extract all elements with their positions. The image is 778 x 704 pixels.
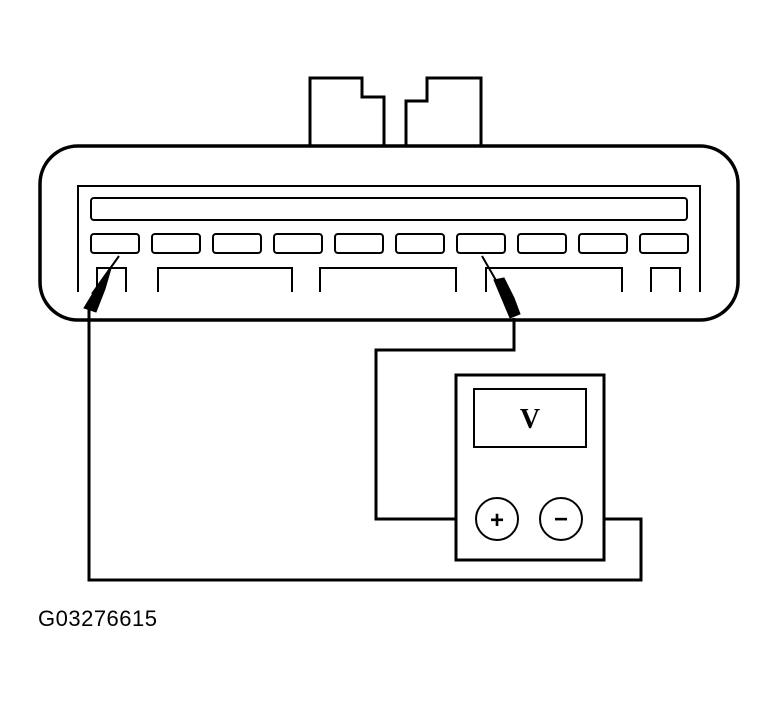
bottom-key-5: [650, 267, 681, 292]
terminal-pin-3: [212, 233, 262, 254]
bottom-key-2: [157, 267, 293, 292]
terminal-pin-10: [639, 233, 689, 254]
negative-terminal-symbol: −: [554, 506, 568, 533]
voltmeter: V + −: [454, 373, 606, 562]
terminal-cavity-outline: [77, 185, 701, 292]
terminal-pin-4: [273, 233, 323, 254]
figure-id: G03276615: [38, 606, 158, 631]
connector-bottom-keys: [96, 267, 681, 292]
probe-left-tip: [83, 264, 113, 313]
terminal-pin-1: [90, 233, 140, 254]
terminal-pin-9: [578, 233, 628, 254]
test-leads: [87, 307, 643, 582]
probe-right-tip: [493, 277, 521, 319]
negative-test-lead: [87, 307, 643, 582]
terminal-pin-2: [151, 233, 201, 254]
positive-terminal: [475, 497, 519, 541]
probes: [83, 255, 521, 319]
latch-right-tab: [404, 76, 483, 147]
connector-top-slot: [90, 197, 688, 221]
terminal-pin-7: [456, 233, 506, 254]
terminal-pin-5: [334, 233, 384, 254]
bottom-key-3: [319, 267, 457, 292]
positive-test-lead: [374, 318, 516, 521]
negative-terminal: [539, 497, 583, 541]
terminal-pin-row: [90, 233, 689, 254]
connector-body: [38, 144, 740, 322]
bottom-key-4: [485, 267, 623, 292]
connector-latch: [308, 76, 483, 147]
terminal-pin-8: [517, 233, 567, 254]
terminal-pin-6: [395, 233, 445, 254]
voltmeter-display-label: V: [520, 404, 540, 435]
positive-terminal-symbol: +: [490, 507, 504, 534]
voltmeter-display: [473, 388, 587, 448]
latch-left-tab: [308, 76, 386, 147]
